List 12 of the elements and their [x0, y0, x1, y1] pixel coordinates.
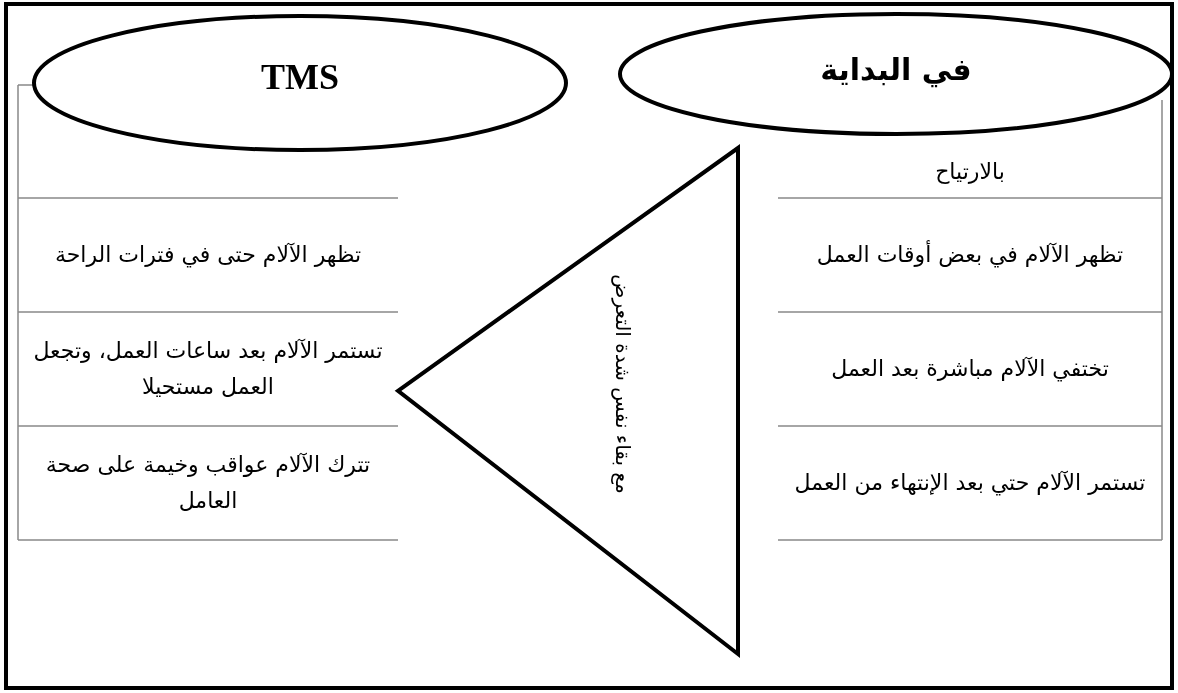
table-cell-text: تستمر الآلام بعد ساعات العمل، وتجعل العمل مستحيلا — [32, 337, 384, 401]
table-cell-text: تختفي الآلام مباشرة بعد العمل — [831, 355, 1109, 384]
table-cell-text: تظهر الآلام حتى في فترات الراحة — [54, 241, 362, 270]
heading-text: في البداية — [819, 51, 973, 87]
table-cell-text: بالارتياح — [935, 157, 1005, 186]
triangle-shape — [396, 146, 740, 656]
rotated-note: مع بقاء نفس شدة التعرض — [610, 273, 637, 496]
heading-ellipse — [32, 14, 568, 152]
heading-text: TMS — [260, 56, 340, 98]
table-cell-text: تستمر الآلام حتي بعد الإنتهاء من العمل — [794, 469, 1146, 498]
table-cell-text: تترك الآلام عواقب وخيمة على صحة العامل — [44, 451, 372, 515]
table-cell-text: تظهر الآلام في بعض أوقات العمل — [816, 239, 1124, 270]
